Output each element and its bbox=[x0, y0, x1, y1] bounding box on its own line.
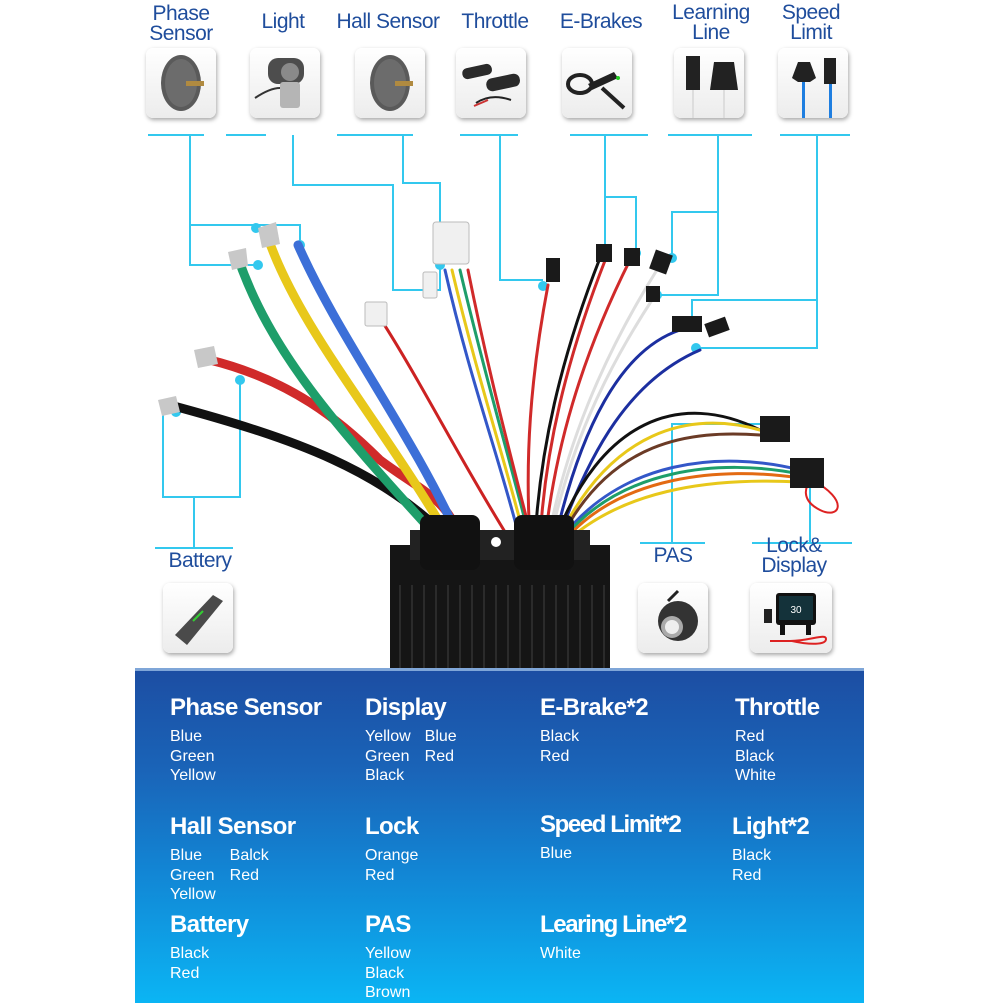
spec-learning-line: Learing Line*2 White bbox=[540, 911, 687, 964]
spec-title: Speed Limit*2 bbox=[540, 811, 682, 838]
label-line: Display bbox=[761, 554, 827, 577]
spec-title: Phase Sensor bbox=[170, 694, 322, 721]
wire-color: Brown bbox=[365, 984, 411, 1001]
hub-motor-icon bbox=[355, 48, 425, 118]
spec-speed-limit: Speed Limit*2 Blue bbox=[540, 811, 682, 864]
brake-lever-icon bbox=[562, 48, 632, 118]
wire-color: White bbox=[540, 945, 581, 962]
label-speed-limit: Speed Limit bbox=[776, 1, 846, 44]
headlight-icon bbox=[250, 48, 320, 118]
spec-light: Light*2 Black Red bbox=[732, 813, 810, 885]
label-line: Speed bbox=[781, 1, 841, 24]
connector-blue-wire-icon bbox=[778, 48, 848, 118]
connectors bbox=[158, 221, 824, 488]
lcd-display-icon: 30 bbox=[750, 583, 832, 653]
wire-color: Red bbox=[540, 747, 570, 765]
spec-title: Throttle bbox=[735, 694, 820, 721]
wire-color: Green bbox=[365, 747, 410, 765]
wire-color: Blue bbox=[540, 845, 573, 862]
spec-title: Battery bbox=[170, 911, 249, 938]
wiring-diagram bbox=[148, 134, 852, 670]
label-throttle: Throttle bbox=[461, 10, 529, 33]
wire-color: Blue bbox=[170, 728, 203, 745]
spec-title: Hall Sensor bbox=[170, 813, 296, 840]
wire-color: Yellow bbox=[365, 728, 411, 745]
wire-color: Red bbox=[365, 866, 395, 884]
wire-color: White bbox=[735, 767, 776, 784]
label-pas: PAS bbox=[653, 544, 693, 567]
wire-color: Green bbox=[170, 747, 215, 765]
wire-color: Orange bbox=[365, 847, 419, 864]
spec-title: Display bbox=[365, 694, 447, 721]
controller-box bbox=[390, 515, 610, 670]
wire-color: Balck bbox=[229, 847, 269, 864]
spec-e-brake: E-Brake*2 Black Red bbox=[540, 694, 649, 766]
wire-color: Red bbox=[732, 866, 762, 884]
wire-color: Blue bbox=[424, 728, 457, 745]
wire-color: Blue bbox=[170, 847, 203, 864]
spec-lock: Lock Orange Red bbox=[365, 814, 419, 885]
hub-motor-icon bbox=[146, 48, 216, 118]
svg-text:30: 30 bbox=[790, 605, 802, 616]
label-line: Learning bbox=[672, 1, 750, 24]
wire-color: Red bbox=[229, 866, 260, 884]
wire-color: Black bbox=[732, 847, 772, 864]
battery-pack-icon bbox=[163, 583, 233, 653]
wire-color: Red bbox=[424, 747, 455, 765]
throttle-grip-icon bbox=[456, 48, 526, 118]
spec-hall-sensor: Hall Sensor Blue Green Yellow Balck Red bbox=[170, 813, 296, 905]
label-line: Lock& bbox=[766, 534, 822, 557]
spec-title: Light*2 bbox=[732, 813, 810, 840]
spec-title: Learing Line*2 bbox=[540, 911, 687, 938]
label-line: Phase bbox=[152, 2, 210, 25]
spec-throttle: Throttle Red Black White bbox=[735, 695, 820, 786]
spec-pas: PAS Yellow Black Brown bbox=[365, 912, 411, 1003]
wire-color: Black bbox=[540, 728, 580, 745]
label-line: Limit bbox=[790, 21, 832, 44]
label-battery: Battery bbox=[168, 549, 232, 572]
label-phase-sensor: Phase Sensor bbox=[146, 2, 216, 45]
label-e-brakes: E-Brakes bbox=[559, 10, 643, 33]
spec-display: Display Yellow Green Black Blue Red bbox=[365, 695, 457, 786]
label-line: Sensor bbox=[149, 22, 213, 45]
wire-color: Red bbox=[170, 964, 200, 982]
spec-title: E-Brake*2 bbox=[540, 694, 649, 721]
label-hall-sensor: Hall Sensor bbox=[336, 10, 440, 33]
spec-title: PAS bbox=[365, 911, 411, 938]
label-light: Light bbox=[261, 10, 305, 33]
wire-color-spec-panel bbox=[135, 668, 864, 1003]
spec-battery: Battery Black Red bbox=[170, 912, 249, 983]
pas-sensor-icon bbox=[638, 583, 708, 653]
wires bbox=[165, 233, 839, 545]
wire-color: Yellow bbox=[365, 945, 411, 962]
wire-color: Black bbox=[735, 747, 775, 765]
connector-icon bbox=[674, 48, 744, 118]
spec-title: Lock bbox=[365, 813, 419, 840]
wire-color: Black bbox=[170, 945, 210, 962]
wire-color: Yellow bbox=[170, 767, 216, 784]
wire-color: Green bbox=[170, 866, 215, 884]
label-lock-display: Lock& Display bbox=[752, 534, 836, 577]
wire-color: Yellow bbox=[170, 886, 216, 903]
wire-color: Black bbox=[365, 964, 405, 982]
label-line: Line bbox=[692, 21, 730, 44]
spec-phase-sensor: Phase Sensor Blue Green Yellow bbox=[170, 695, 322, 786]
leader-lines bbox=[148, 134, 852, 549]
wire-color: Red bbox=[735, 728, 765, 745]
label-learning-line: Learning Line bbox=[666, 1, 756, 44]
wire-color: Black bbox=[365, 767, 405, 784]
